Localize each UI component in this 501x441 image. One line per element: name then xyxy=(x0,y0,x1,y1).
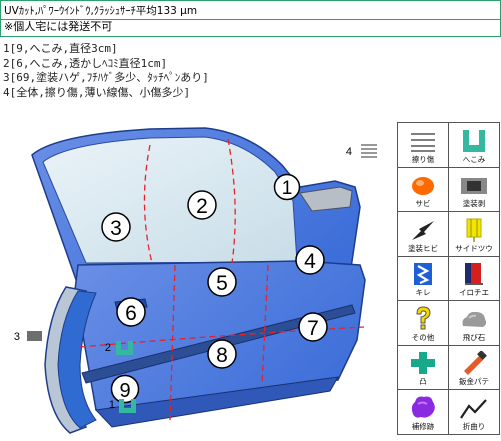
paint-peel-icon xyxy=(461,178,487,194)
cut-icon xyxy=(414,263,432,285)
svg-text:8: 8 xyxy=(216,344,228,367)
legend-label: 擦り傷 xyxy=(411,154,435,164)
door-diagram: 1 2 3 4 5 6 7 8 xyxy=(14,127,377,434)
notice-line: ※個人宅には発送不可 xyxy=(0,18,501,37)
svg-text:4: 4 xyxy=(304,250,316,273)
legend-scratch[interactable]: 擦り傷 xyxy=(397,122,449,168)
damage-legend: 擦り傷 へこみ サビ 塗装剥 塗装ヒビ サイドツウ xyxy=(397,122,500,435)
svg-text:3: 3 xyxy=(110,217,122,240)
side-mirror xyxy=(299,186,353,212)
panel-number-5[interactable]: 5 xyxy=(207,267,237,297)
legend-paint-crack[interactable]: 塗装ヒビ xyxy=(397,211,449,257)
legend-other[interactable]: その他 xyxy=(397,300,449,346)
color-diff-icon xyxy=(465,263,483,285)
svg-text:2: 2 xyxy=(196,195,208,218)
panel-number-8[interactable]: 8 xyxy=(207,339,237,369)
svg-text:9: 9 xyxy=(119,380,130,402)
panel-number-4[interactable]: 4 xyxy=(295,245,325,275)
door-skirt xyxy=(94,376,339,428)
scratch-lines-icon xyxy=(361,144,377,158)
rust-icon xyxy=(412,177,434,195)
legend-rust[interactable]: サビ xyxy=(397,166,449,212)
legend-label: その他 xyxy=(411,332,435,342)
question-icon xyxy=(416,305,431,329)
side-mark-1: 1 xyxy=(109,399,136,413)
dent-icon xyxy=(116,341,133,355)
legend-dent[interactable]: へこみ xyxy=(448,122,500,168)
legend-side-stripe[interactable]: サイドツウ xyxy=(448,211,500,257)
damage-notes-list: 1[9,へこみ,直径3cm] 2[6,へこみ,透かしﾍｺﾐ直径1cm] 3[69… xyxy=(3,42,323,100)
legend-label: イロチエ xyxy=(459,288,489,297)
legend-label: 飛び石 xyxy=(462,332,486,342)
legend-label: 塗装剥 xyxy=(462,199,486,208)
legend-label: へこみ xyxy=(462,154,486,164)
svg-text:7: 7 xyxy=(307,317,319,340)
paint-peel-icon xyxy=(27,331,42,341)
legend-label: 凸 xyxy=(419,377,427,386)
svg-text:4: 4 xyxy=(346,146,352,158)
panel-number-2[interactable]: 2 xyxy=(187,190,217,220)
bend-icon xyxy=(460,398,487,419)
legend-label: 補修跡 xyxy=(411,421,435,431)
scratch-lines-icon xyxy=(411,132,435,152)
legend-color-difference[interactable]: イロチエ xyxy=(448,255,500,301)
panel-number-9[interactable]: 9 xyxy=(110,374,140,404)
legend-label: 塗装ヒビ xyxy=(408,243,438,253)
door-edge-rim xyxy=(57,290,97,429)
legend-label: キレ xyxy=(415,288,431,297)
legend-bump[interactable]: 凸 xyxy=(397,344,449,390)
svg-text:5: 5 xyxy=(216,272,228,295)
svg-text:1: 1 xyxy=(282,178,293,199)
legend-label: サビ xyxy=(415,199,431,208)
legend-repair-trace[interactable]: 補修跡 xyxy=(397,389,449,435)
repair-trace-icon xyxy=(411,396,435,418)
legend-paint-peel[interactable]: 塗装剥 xyxy=(448,166,500,212)
svg-text:2: 2 xyxy=(105,342,111,354)
putty-icon xyxy=(464,351,487,375)
damage-note-4: 4[全体,擦り傷,薄い線傷、小傷多少] xyxy=(3,85,191,99)
side-mark-2: 2 xyxy=(105,341,133,355)
panel-number-7[interactable]: 7 xyxy=(298,312,328,342)
panel-number-6[interactable]: 6 xyxy=(116,297,146,327)
panel-number-3[interactable]: 3 xyxy=(101,212,131,242)
legend-cut[interactable]: キレ xyxy=(397,255,449,301)
panel-numbers: 1 2 3 4 5 6 7 8 xyxy=(101,173,328,404)
svg-text:3: 3 xyxy=(14,331,20,343)
spec-line: UVｶｯﾄ,ﾊﾟﾜｰｳｲﾝﾄﾞｳ,ｸﾗｯｼｭｻｰﾁ平均133 µm xyxy=(0,0,501,20)
legend-label: 鈑金パテ xyxy=(459,377,489,386)
dent-icon xyxy=(463,129,485,152)
damage-note-1: 1[9,へこみ,直径3cm] xyxy=(3,42,118,55)
svg-text:6: 6 xyxy=(125,302,137,325)
legend-putty[interactable]: 鈑金パテ xyxy=(448,344,500,390)
panel-number-1[interactable]: 1 xyxy=(273,173,301,201)
svg-text:1: 1 xyxy=(109,399,115,411)
side-stripe-icon xyxy=(466,218,482,242)
legend-bend[interactable]: 折曲り xyxy=(448,389,500,435)
legend-label: 折曲り xyxy=(462,421,486,431)
panel-division-lines xyxy=(79,138,365,421)
dent-icon xyxy=(119,399,136,413)
legend-label: サイドツウ xyxy=(455,243,493,253)
side-mark-4: 4 xyxy=(346,144,377,158)
side-mark-3: 3 xyxy=(14,331,42,343)
paint-crack-icon xyxy=(412,220,434,240)
bump-icon xyxy=(411,352,435,374)
damage-note-2: 2[6,へこみ,透かしﾍｺﾐ直径1cm] xyxy=(3,56,168,70)
legend-stone-chip[interactable]: 飛び石 xyxy=(448,300,500,346)
stone-chip-icon xyxy=(462,311,487,327)
damage-note-3: 3[69,塗装ハゲ,ﾌﾁﾊｹﾞ多少、ﾀｯﾁﾍﾟﾝあり] xyxy=(3,71,209,85)
